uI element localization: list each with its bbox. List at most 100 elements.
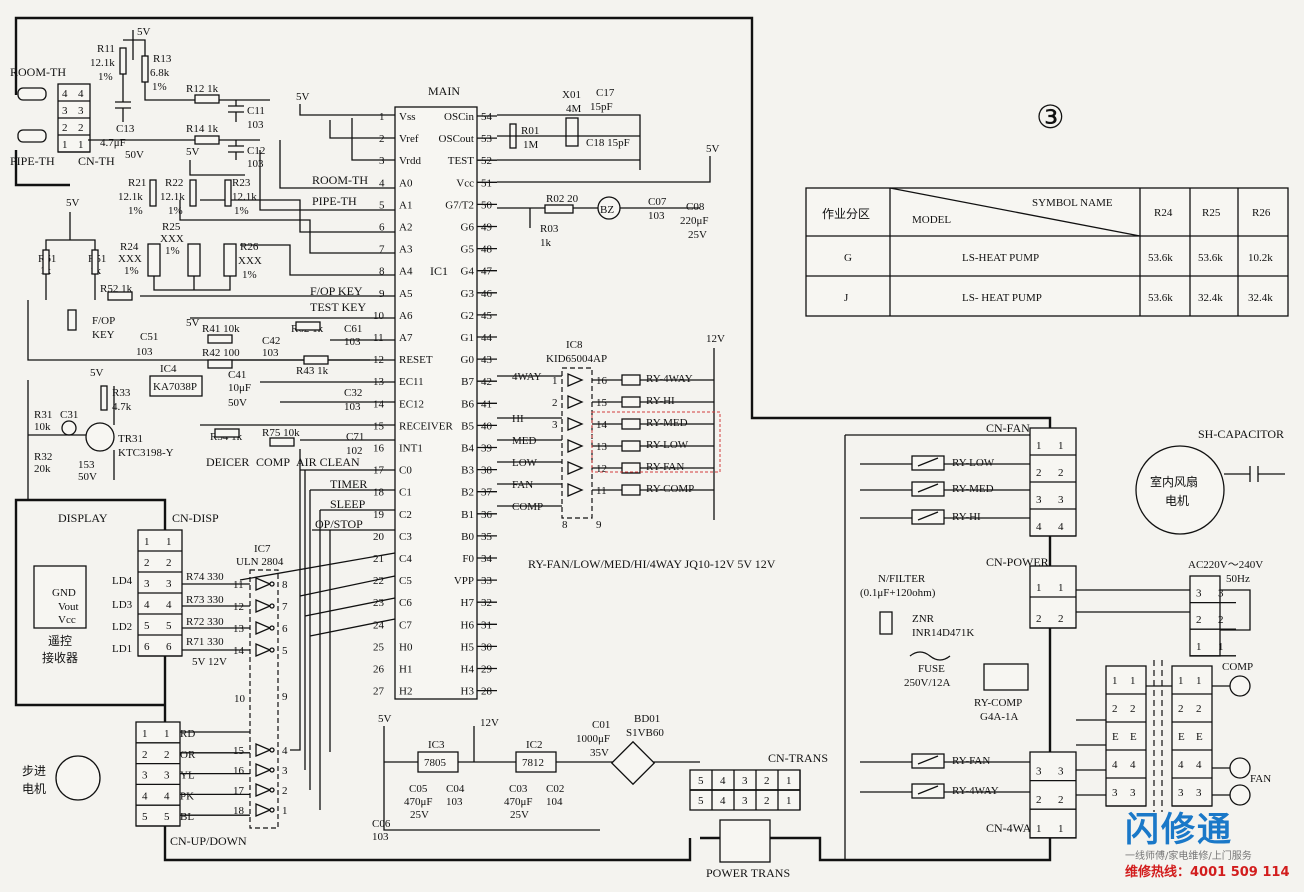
cn-disp-pin-right-4: 4 bbox=[166, 599, 172, 611]
outdoor-b-pin-E-r: E bbox=[1196, 731, 1203, 743]
r43 bbox=[303, 355, 329, 365]
terminal-block-a bbox=[1105, 665, 1147, 807]
signal-sleep: SLEEP bbox=[330, 497, 366, 511]
pipe-thermistor bbox=[17, 129, 47, 143]
ic1-pin-48: 48 bbox=[481, 244, 493, 256]
ic3-name: IC3 bbox=[428, 739, 445, 751]
c03-name: C03 bbox=[509, 783, 528, 795]
ic1-pin-name-33: VPP bbox=[454, 575, 474, 587]
row-j-r25: 32.4k bbox=[1198, 292, 1223, 304]
ic8-out-12: 12 bbox=[596, 463, 607, 475]
v5-tr31: 5V bbox=[90, 367, 104, 379]
r32-value: 20k bbox=[34, 463, 51, 475]
ic7-gate-12-out: 7 bbox=[282, 601, 288, 613]
ic8-out-13: 13 bbox=[596, 441, 608, 453]
c41-name: C41 bbox=[228, 369, 246, 381]
r14-name: R14 1k bbox=[186, 123, 219, 135]
key-label: KEY bbox=[92, 329, 115, 341]
ic1-pin-name-31: H6 bbox=[461, 619, 475, 631]
updown-line-PK: PK bbox=[180, 790, 194, 802]
r25-name: R25 bbox=[162, 221, 181, 233]
cn-4way-pin-right-3: 3 bbox=[1058, 766, 1064, 778]
signal-timer: TIMER bbox=[330, 477, 367, 491]
ic1-pin-53: 53 bbox=[481, 133, 493, 145]
ic1-pin-name-3: Vrdd bbox=[399, 155, 421, 167]
r41 bbox=[207, 334, 233, 344]
ic7-pin-10: 10 bbox=[234, 693, 246, 705]
ic1-pin-37: 37 bbox=[481, 487, 493, 499]
ic4-part: KA7038P bbox=[153, 381, 197, 393]
cn-trans-pin-bottom-3: 3 bbox=[742, 795, 748, 807]
row-g-r26: 10.2k bbox=[1248, 252, 1273, 264]
r23-name: R23 bbox=[232, 177, 251, 189]
nfilter-label: N/FILTER bbox=[878, 573, 926, 585]
b-signal-hi: HI bbox=[512, 413, 524, 425]
ic8-out-14: 14 bbox=[596, 419, 608, 431]
ic1-pin-name-11: A7 bbox=[399, 332, 413, 344]
r11 bbox=[119, 47, 127, 75]
receiver-module bbox=[33, 565, 87, 629]
ic7-gate-12-in: 12 bbox=[233, 601, 244, 613]
cn-updown-pin-left-2: 2 bbox=[142, 749, 148, 761]
cn-trans-label: CN-TRANS bbox=[768, 751, 828, 765]
ld2: LD2 bbox=[112, 621, 132, 633]
signal-air-clean: AIR CLEAN bbox=[296, 455, 360, 469]
outdoor-b-pin-4-r: 4 bbox=[1196, 759, 1202, 771]
c01-volt: 35V bbox=[590, 747, 609, 759]
cn-updown-pin-left-1: 1 bbox=[142, 728, 148, 740]
ic1-pin-name-46: G3 bbox=[461, 288, 475, 300]
c61-name: C61 bbox=[344, 323, 362, 335]
cn-updown-pin-right-5: 5 bbox=[164, 811, 170, 823]
rx-gnd: GND bbox=[52, 587, 76, 599]
cn-trans-pin-top-4: 4 bbox=[720, 775, 726, 787]
r21 bbox=[149, 179, 157, 207]
table-col-r26: R26 bbox=[1252, 207, 1271, 219]
c03-volt: 25V bbox=[510, 809, 529, 821]
relay-switch-label-RY-FAN: RY-FAN bbox=[952, 755, 990, 767]
r13 bbox=[141, 55, 149, 83]
cn-4way-pin-left-1: 1 bbox=[1036, 823, 1042, 835]
table-col-r25: R25 bbox=[1202, 207, 1221, 219]
cn-th-label: CN-TH bbox=[78, 154, 115, 168]
ic1-pin-name-17: C0 bbox=[399, 465, 412, 477]
c08-volt: 25V bbox=[688, 229, 707, 241]
ic1-name: IC1 bbox=[430, 264, 448, 278]
bd01-part: S1VB60 bbox=[626, 727, 664, 739]
ic7-gate-11-out: 8 bbox=[282, 579, 288, 591]
cn-disp-pin-left-6: 6 bbox=[144, 641, 150, 653]
ic1-pin-name-48: G5 bbox=[461, 244, 475, 256]
cn-updown-connector bbox=[135, 721, 181, 827]
ic1-pin-28: 28 bbox=[481, 686, 493, 698]
c07-value: 103 bbox=[648, 210, 665, 222]
c31-value: 153 bbox=[78, 459, 95, 471]
cn-updown-pin-left-4: 4 bbox=[142, 790, 148, 802]
ic3-part: 7805 bbox=[424, 757, 447, 769]
r21-value: 12.1k bbox=[118, 191, 143, 203]
relay-label-RY-HI: RY-HI bbox=[646, 395, 675, 407]
cn-th-pin-left-3: 3 bbox=[62, 105, 68, 117]
ld3: LD3 bbox=[112, 599, 133, 611]
r11-name: R11 bbox=[97, 43, 115, 55]
ic1-pin-name-23: C6 bbox=[399, 597, 412, 609]
c11-value: 103 bbox=[247, 119, 264, 131]
outdoor-a-pin-4-r: 4 bbox=[1130, 759, 1136, 771]
ac-pin-right-3: 3 bbox=[1218, 588, 1224, 600]
fan-motor-symbol-1 bbox=[1229, 757, 1251, 779]
ic1-pin-38: 38 bbox=[481, 465, 493, 477]
v5-ic4: 5V bbox=[186, 317, 200, 329]
r25-value: XXX bbox=[160, 233, 184, 245]
ic1-pin-name-14: EC12 bbox=[399, 398, 424, 410]
ic1-pin-44: 44 bbox=[481, 332, 493, 344]
r24-value: XXX bbox=[118, 253, 142, 265]
board-outline bbox=[14, 16, 1052, 862]
ac-label: AC220V～240V bbox=[1188, 559, 1263, 571]
cn-fan-pin-right-1: 1 bbox=[1058, 440, 1064, 452]
ic1-pin-name-26: H1 bbox=[399, 664, 412, 676]
ic7-pin-9: 9 bbox=[282, 691, 288, 703]
r01-value: 1M bbox=[523, 139, 539, 151]
ic1-pin-name-39: B4 bbox=[461, 443, 474, 455]
ic1-pin-name-6: A2 bbox=[399, 222, 412, 234]
